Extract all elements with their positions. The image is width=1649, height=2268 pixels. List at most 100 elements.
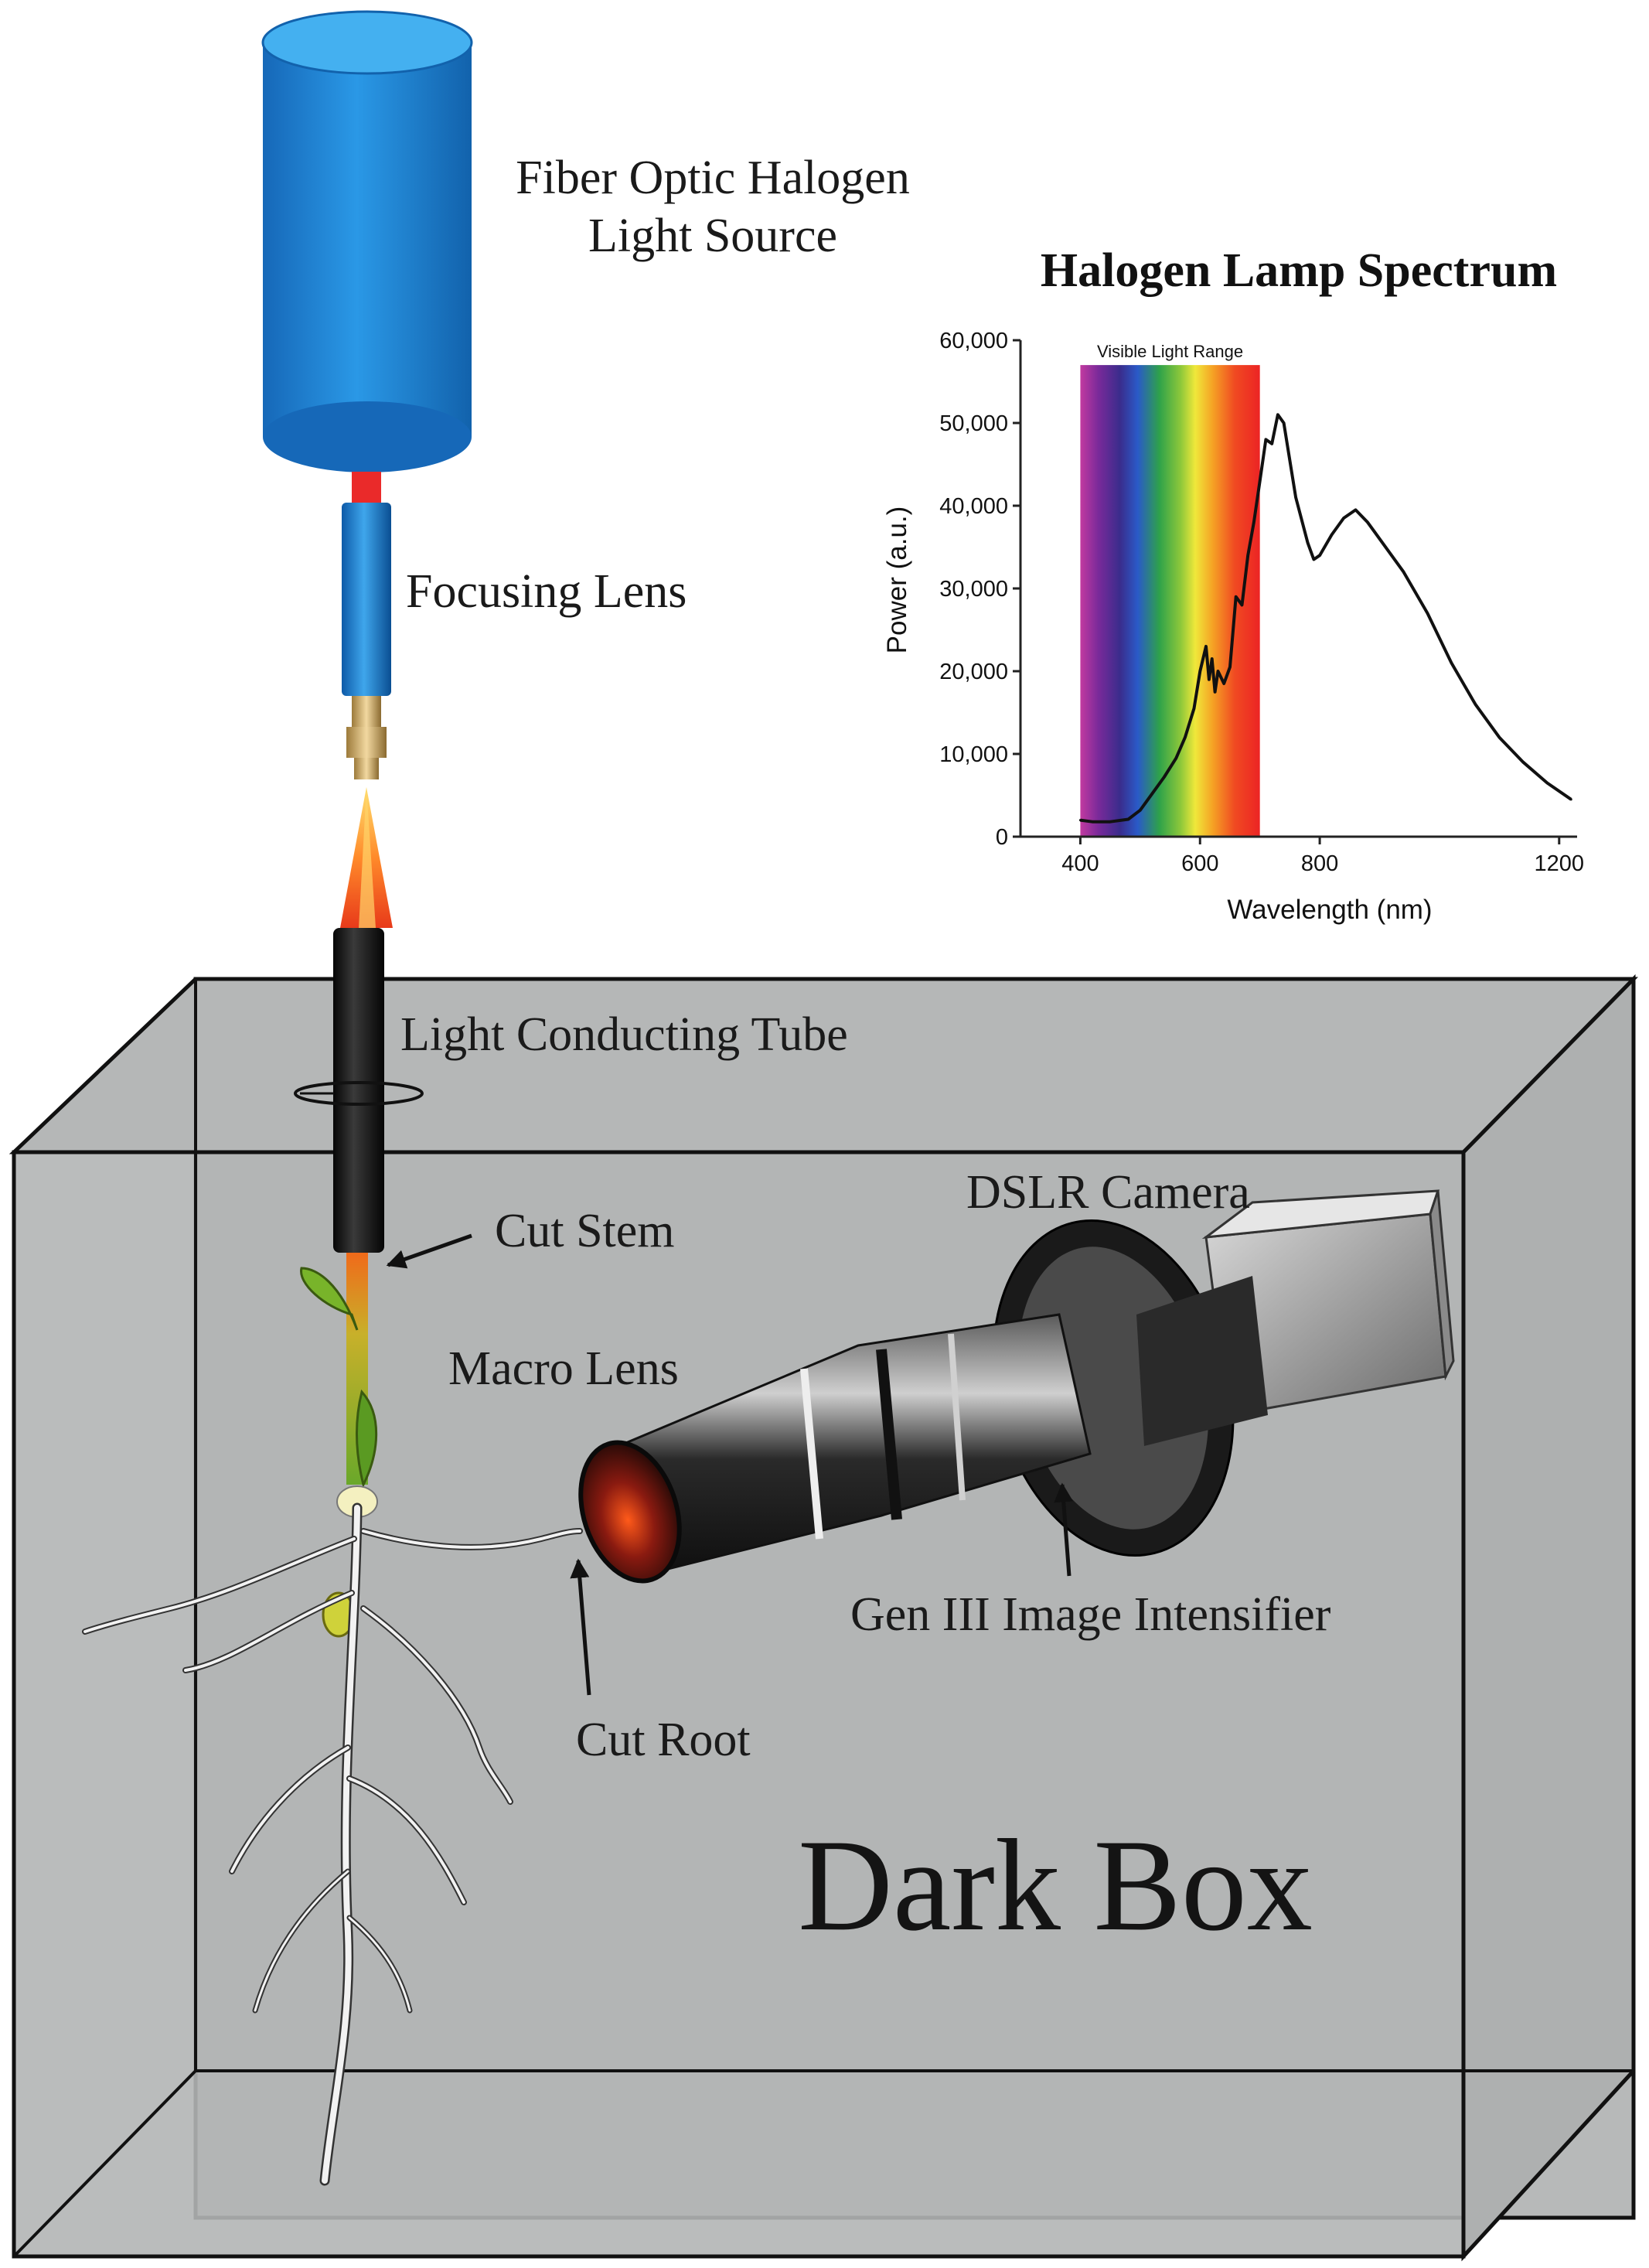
spectrum-point (1139, 809, 1142, 812)
label-arrows (386, 1233, 1074, 1696)
cut-root-arrow (570, 1558, 591, 1696)
plant-leaf-side (355, 1389, 378, 1489)
light-source-label-line2: Light Source (588, 210, 837, 262)
spectrum-point (1184, 736, 1187, 739)
spectrum-point (1198, 670, 1201, 673)
intensifier-label: Gen III Image Intensifier (850, 1588, 1331, 1641)
macro-lens-front-glass (578, 1440, 682, 1584)
y-ticks: 0 10,000 20,000 30,000 40,000 50,000 60,000 (939, 329, 1020, 850)
spectrum-point (1426, 612, 1429, 615)
y-axis-label: Power (a.u.) (882, 506, 912, 654)
y-tick-label: 30,000 (939, 577, 1008, 602)
spectrum-point (1252, 520, 1255, 524)
y-tick-label: 60,000 (939, 329, 1008, 353)
spectrum-point (1283, 421, 1286, 425)
macro-lens-label: Macro Lens (448, 1342, 679, 1395)
spectrum-point (1246, 554, 1249, 557)
y-tick-label: 50,000 (939, 411, 1008, 436)
plant-leaf (300, 1267, 359, 1331)
light-source-top (261, 10, 473, 75)
dark-box-bottom-diagonal (12, 2069, 197, 2258)
spectrum-point (1174, 756, 1177, 759)
spectrum-point (1402, 571, 1405, 574)
spectrum-point (1569, 798, 1572, 801)
spectrum-point (1216, 670, 1219, 673)
spectrum-point (1214, 691, 1217, 694)
spectrum-point (1294, 496, 1297, 499)
x-tick-label: 800 (1301, 851, 1338, 876)
plant-roots (82, 1502, 583, 2186)
spectrum-point (1330, 533, 1334, 536)
focusing-lens (342, 472, 391, 779)
spectrum-point (1342, 517, 1345, 520)
y-tick-label: 20,000 (939, 660, 1008, 684)
cut-stem-arrow (386, 1233, 472, 1269)
light-conducting-tube (294, 928, 424, 1253)
y-tick-label: 40,000 (939, 494, 1008, 519)
cut-stem-label: Cut Stem (495, 1205, 675, 1257)
fiber-red-segment (352, 472, 381, 503)
light-source-label-line1: Fiber Optic Halogen (516, 152, 910, 204)
spectrum-point (1450, 661, 1453, 664)
intensifier-arrow (1054, 1482, 1074, 1577)
spectrum-point (1366, 520, 1369, 524)
light-beam (340, 787, 393, 928)
dslr-camera-body (1201, 1189, 1455, 1417)
y-tick-label: 10,000 (939, 742, 1008, 767)
spectrum-point (1091, 820, 1094, 824)
spectrum-point (1354, 508, 1358, 511)
x-tick-label: 1200 (1535, 851, 1585, 876)
spectrum-point (1078, 819, 1082, 822)
spectrum-point (1264, 438, 1267, 441)
spectrum-point (1259, 479, 1262, 483)
dark-box-label: Dark Box (798, 1813, 1313, 1958)
spectrum-point (1521, 761, 1525, 764)
x-axis-label: Wavelength (nm) (1227, 895, 1432, 925)
spectrum-point (1497, 736, 1501, 739)
macro-lens (578, 1313, 1092, 1584)
dslr-camera-label: DSLR Camera (966, 1166, 1250, 1219)
light-tube-label: Light Conducting Tube (400, 1008, 848, 1061)
spectrum-point (1312, 558, 1315, 561)
spectrum-point (1204, 645, 1208, 648)
x-ticks: 400 600 800 1200 (1061, 837, 1584, 876)
spectrum-point (1545, 781, 1548, 784)
halogen-spectrum-chart: Halogen Lamp Spectrum Visible Light Rang… (882, 244, 1584, 925)
spectrum-line (1080, 413, 1572, 824)
spectrum-point (1211, 657, 1214, 660)
spectrum-point (1150, 792, 1153, 795)
plant-seedling (82, 1253, 583, 2186)
spectrum-point (1126, 818, 1129, 821)
x-tick-label: 400 (1061, 851, 1099, 876)
spectrum-point (1474, 703, 1477, 706)
y-tick-label: 0 (996, 825, 1008, 850)
spectrum-point (1240, 603, 1243, 606)
spectrum-point (1276, 413, 1279, 416)
spectrum-point (1235, 595, 1238, 599)
visible-light-band-label: Visible Light Range (1097, 342, 1243, 361)
dark-box (9, 974, 1638, 2262)
spectrum-point (1318, 554, 1321, 557)
spectrum-point (1193, 707, 1196, 710)
spectrum-point (1378, 537, 1382, 541)
visible-light-band (1080, 365, 1260, 837)
spectrum-point (1222, 682, 1225, 685)
chart-title: Halogen Lamp Spectrum (1041, 244, 1557, 297)
focusing-lens-label: Focusing Lens (406, 565, 687, 618)
tube-ring (294, 1081, 424, 1106)
spectrum-points (1078, 413, 1572, 824)
camera-assembly (578, 1189, 1455, 1584)
x-tick-label: 600 (1181, 851, 1218, 876)
spectrum-point (1270, 442, 1273, 445)
cut-root-label: Cut Root (576, 1714, 751, 1766)
dark-box-top-face (9, 977, 1638, 1154)
spectrum-point (1163, 776, 1166, 779)
spectrum-point (1228, 666, 1232, 669)
spectrum-point (1208, 678, 1211, 681)
spectrum-point (1109, 820, 1112, 824)
dark-box-right-face (1461, 974, 1636, 2262)
spectrum-point (1307, 541, 1310, 544)
halogen-light-source (261, 10, 473, 472)
